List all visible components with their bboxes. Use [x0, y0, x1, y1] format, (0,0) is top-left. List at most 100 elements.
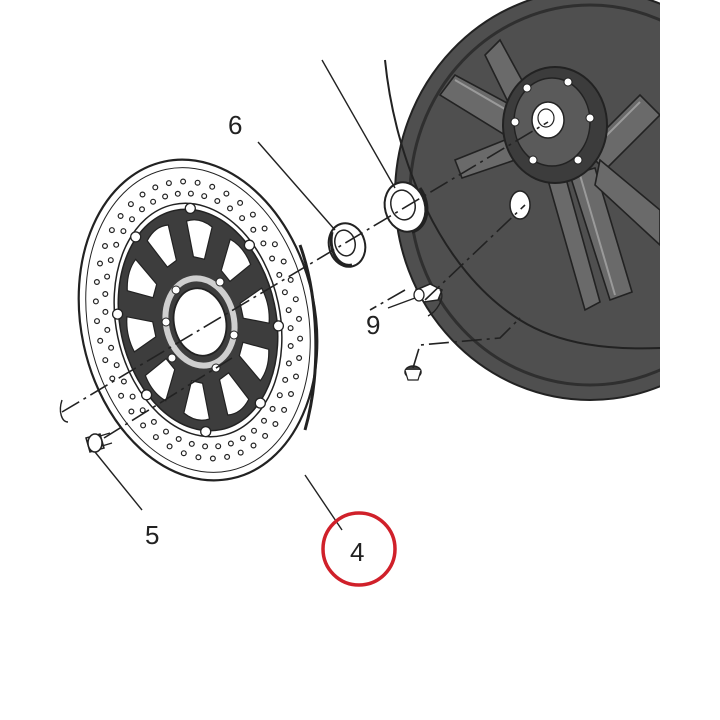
callout-part-5: 5: [145, 520, 159, 550]
drilled-hole: [227, 205, 234, 212]
assembly-axis-lines: [59, 121, 549, 439]
valve-seat: [509, 190, 531, 220]
drilled-hole: [281, 406, 288, 413]
drilled-hole: [287, 325, 294, 332]
drilled-hole: [175, 436, 182, 443]
drilled-hole: [293, 373, 300, 380]
drilled-hole: [260, 240, 267, 247]
drilled-hole: [296, 355, 303, 362]
drilled-hole: [287, 276, 294, 283]
drilled-hole: [227, 440, 234, 447]
wheel-hub: [502, 66, 608, 184]
drilled-hole: [101, 243, 108, 250]
drilled-hole: [195, 454, 202, 461]
floating-button: [254, 397, 266, 409]
callout-part-4: 4: [350, 537, 364, 567]
drilled-hole: [120, 228, 127, 235]
drilled-hole: [96, 260, 103, 267]
drilled-hole: [109, 375, 116, 382]
drilled-hole: [102, 291, 109, 298]
carrier-cutout: [146, 224, 178, 268]
valve-part-9: [413, 283, 443, 317]
drilled-hole: [285, 360, 292, 367]
drilled-hole: [202, 443, 209, 450]
drilled-hole: [194, 179, 201, 186]
brake-disc: [77, 158, 319, 482]
floating-button: [184, 202, 196, 215]
drilled-hole: [280, 258, 287, 265]
floating-buttons: [111, 202, 285, 438]
drilled-hole: [140, 422, 147, 429]
drilled-hole: [276, 392, 283, 399]
drilled-hole: [174, 190, 181, 197]
drilled-hole: [209, 455, 216, 462]
drilled-hole: [120, 378, 127, 385]
drilled-hole: [129, 216, 136, 223]
drilled-hole: [93, 318, 100, 325]
drilled-hole: [104, 326, 111, 333]
drilled-hole: [129, 393, 136, 400]
floating-button: [140, 389, 153, 401]
drilled-hole: [261, 225, 268, 232]
carrier-cutouts: [126, 219, 270, 421]
drilled-hole: [104, 273, 111, 280]
carrier-cutout: [220, 238, 252, 283]
drilled-hole: [102, 308, 109, 315]
drilled-hole: [269, 255, 276, 262]
spacer-part-6: [327, 222, 367, 268]
drilled-hole: [250, 442, 257, 449]
floating-button: [111, 308, 124, 320]
drilled-hole: [262, 432, 269, 439]
drilled-hole: [281, 289, 288, 296]
drilled-hole: [296, 315, 303, 322]
drilled-hole: [102, 357, 109, 364]
drilled-hole: [272, 421, 279, 428]
drilled-hole: [108, 344, 115, 351]
drilled-hole: [224, 453, 231, 460]
drilled-hole: [113, 241, 120, 248]
drilled-hole: [139, 191, 146, 198]
hub-bolt-holes: [510, 77, 595, 165]
drilled-hole: [107, 257, 114, 264]
drilled-hole: [180, 450, 187, 457]
drilled-hole: [118, 392, 125, 399]
drilled-hole: [276, 271, 283, 278]
drilled-hole: [108, 227, 115, 234]
drilled-hole: [292, 296, 299, 303]
drilled-hole: [223, 190, 230, 197]
drilled-hole: [282, 376, 289, 383]
drilled-hole: [150, 198, 157, 205]
drilled-hole: [150, 418, 157, 425]
carrier-cutout: [183, 380, 211, 421]
callout-part-9: 9: [366, 310, 380, 340]
drilled-hole: [139, 407, 146, 414]
drilled-hole: [93, 279, 100, 286]
carrier-cutout: [126, 316, 157, 353]
drilled-hole: [285, 307, 292, 314]
drilled-hole: [250, 226, 257, 233]
drilled-hole: [214, 198, 221, 205]
floating-button: [200, 425, 212, 438]
drilled-hole: [188, 440, 195, 447]
drilled-hole: [209, 183, 216, 190]
drilled-hole: [113, 362, 120, 369]
drilled-hole: [287, 343, 294, 350]
drilled-hole: [92, 298, 99, 305]
drilled-hole: [163, 428, 170, 435]
drilled-hole: [237, 449, 244, 456]
carrier-cutout: [239, 287, 270, 324]
wheel: [384, 0, 660, 401]
disc-drilled-holes: [92, 178, 304, 462]
drilled-hole: [139, 206, 146, 213]
drilled-hole: [288, 391, 295, 398]
drilled-hole: [215, 443, 222, 450]
drilled-hole: [201, 193, 208, 200]
drilled-hole: [251, 427, 258, 434]
drilled-hole: [249, 211, 256, 218]
valve-cap: [404, 365, 422, 381]
drilled-hole: [271, 241, 278, 248]
highlight-ring: [321, 511, 397, 587]
drilled-hole: [152, 184, 159, 191]
drilled-hole: [166, 443, 173, 450]
